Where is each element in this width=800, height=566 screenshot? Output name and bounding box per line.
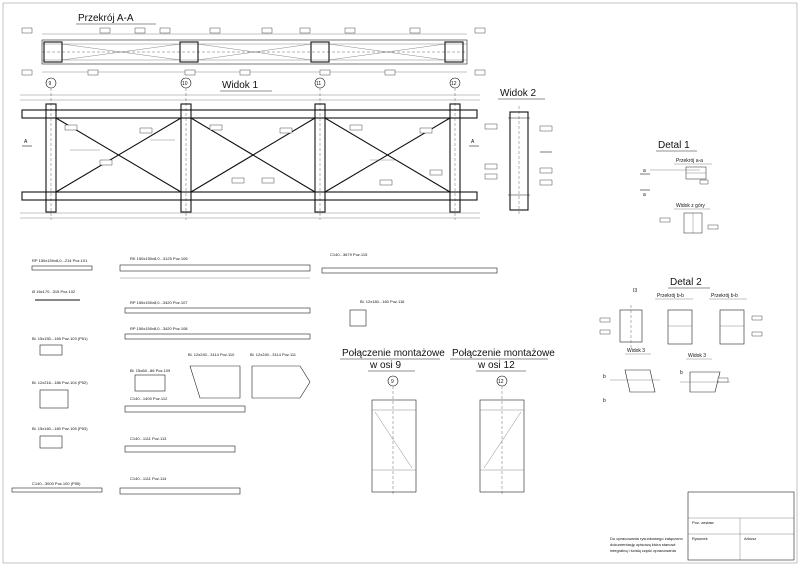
footer-note-3: integralną i ścisłą część opracowania bbox=[610, 548, 677, 553]
title-block: Poz. zestaw. Rysunek Arkusz bbox=[687, 491, 795, 561]
axis-10-label: 10 bbox=[182, 81, 188, 87]
detail-1-drawing: Detal 1 Przekrój a-a a a Widok z góry bbox=[640, 140, 719, 234]
view-3a-title: Widok 3 bbox=[627, 348, 645, 354]
conn-9-axis-circle: 9 bbox=[391, 379, 394, 385]
section-aa-title: Przekrój A-A bbox=[78, 13, 134, 24]
axis-12-label: 12 bbox=[451, 81, 457, 87]
detail-2-title: Detal 2 bbox=[670, 277, 702, 288]
conn-12-axis: w osi 12 bbox=[477, 360, 515, 371]
part-104: Bl. 12x216...186 Poz.104 (P52) bbox=[32, 380, 88, 385]
footer-note-2: dokumentację opisową która stanowi bbox=[610, 542, 675, 547]
cut-mark-a-left: A bbox=[24, 139, 28, 145]
cut-mark-b-left: b bbox=[603, 374, 606, 380]
cut-mark-a-right: A bbox=[471, 139, 475, 145]
part-100: C140...3000 Poz.100 (P55) bbox=[32, 481, 81, 486]
part-105: Bl. 15x160...180 Poz.105 (P53) bbox=[32, 426, 88, 431]
cut-mark-a-small-2: a bbox=[643, 192, 646, 198]
axis-9-label: 9 bbox=[49, 81, 52, 87]
title-block-line-2: Rysunek bbox=[692, 536, 708, 541]
footer-notes: Do opracowania rysunkowego załączono dok… bbox=[610, 536, 683, 553]
cut-mark-b-right: b bbox=[680, 370, 683, 376]
view-1-drawing: Widok 1 9 10 11 12 bbox=[20, 77, 480, 220]
title-block-line-1: Poz. zestaw. bbox=[692, 520, 714, 525]
view-1-title: Widok 1 bbox=[222, 80, 259, 91]
part-101: RP 150x150x8,0...214 Poz.101 bbox=[32, 258, 88, 263]
conn-12-title: Połączenie montażowe bbox=[452, 348, 555, 359]
axis-11-label: 11 bbox=[316, 81, 321, 87]
part-107: RP 150x150x8,0...3420 Poz.107 bbox=[130, 300, 188, 305]
part-109: Bl. 15x68...86 Poz.109 bbox=[130, 368, 171, 373]
part-108: RP 150x150x8,0...3420 Poz.108 bbox=[130, 326, 188, 331]
detail-1-title: Detal 1 bbox=[658, 140, 690, 151]
conn-12-axis-circle: 12 bbox=[498, 379, 504, 385]
parts-column-2: RK 150x150x8,0...3125 Poz.106 RP 150x150… bbox=[119, 256, 311, 495]
section-bb-1-title: Przekrój b-b bbox=[657, 293, 684, 299]
cut-mark-b-left-2: b bbox=[603, 398, 606, 404]
part-115: C140...3679 Poz.115 bbox=[330, 252, 368, 257]
cut-mark-b-top: I3 bbox=[633, 288, 637, 294]
parts-column-3: C140...3679 Poz.115 Bl. 12x160...160 Poz… bbox=[321, 252, 498, 327]
part-106: RK 150x150x8,0...3125 Poz.106 bbox=[130, 256, 188, 261]
view-2-drawing: Widok 2 bbox=[484, 88, 553, 215]
view-3b-title: Widok 3 bbox=[688, 353, 706, 359]
section-aa-drawing: Przekrój A-A bbox=[21, 13, 486, 76]
connection-axis-12: Połączenie montażowe w osi 12 12 bbox=[450, 348, 555, 495]
conn-9-title: Połączenie montażowe bbox=[342, 348, 445, 359]
section-bb-2-title: Przekrój b-b bbox=[711, 293, 738, 299]
part-116: Bl. 12x160...160 Poz.116 bbox=[360, 299, 405, 304]
part-103: Bl. 15x150...165 Poz.103 (P51) bbox=[32, 336, 88, 341]
section-aa-small-title: Przekrój a-a bbox=[676, 158, 703, 164]
footer-note-1: Do opracowania rysunkowego załączono bbox=[610, 536, 683, 541]
conn-9-axis: w osi 9 bbox=[369, 360, 402, 371]
part-114: C140...1111 Poz.114 bbox=[130, 476, 167, 481]
part-112: C140...1400 Poz.112 bbox=[130, 396, 168, 401]
detail-2-drawing: Detal 2 Przekrój b-b Przekrój b-b I3 Wid… bbox=[599, 277, 763, 404]
part-110: Bl. 12x240...3114 Poz.110 bbox=[188, 352, 235, 357]
view-top-title: Widok z góry bbox=[676, 203, 705, 209]
connection-axis-9: Połączenie montażowe w osi 9 9 bbox=[340, 348, 445, 495]
parts-column-1: RP 150x150x8,0...214 Poz.101 Ø 16x170...… bbox=[11, 258, 103, 493]
view-2-title: Widok 2 bbox=[500, 88, 537, 99]
cut-mark-a-small-1: a bbox=[643, 168, 646, 174]
part-111: Bl. 12x240...3114 Poz.111 bbox=[250, 352, 297, 357]
title-block-line-3: Arkusz bbox=[744, 536, 756, 541]
part-113: C140...1111 Poz.113 bbox=[130, 436, 167, 441]
part-102: Ø 16x170...315 Poz.102 bbox=[32, 289, 76, 294]
